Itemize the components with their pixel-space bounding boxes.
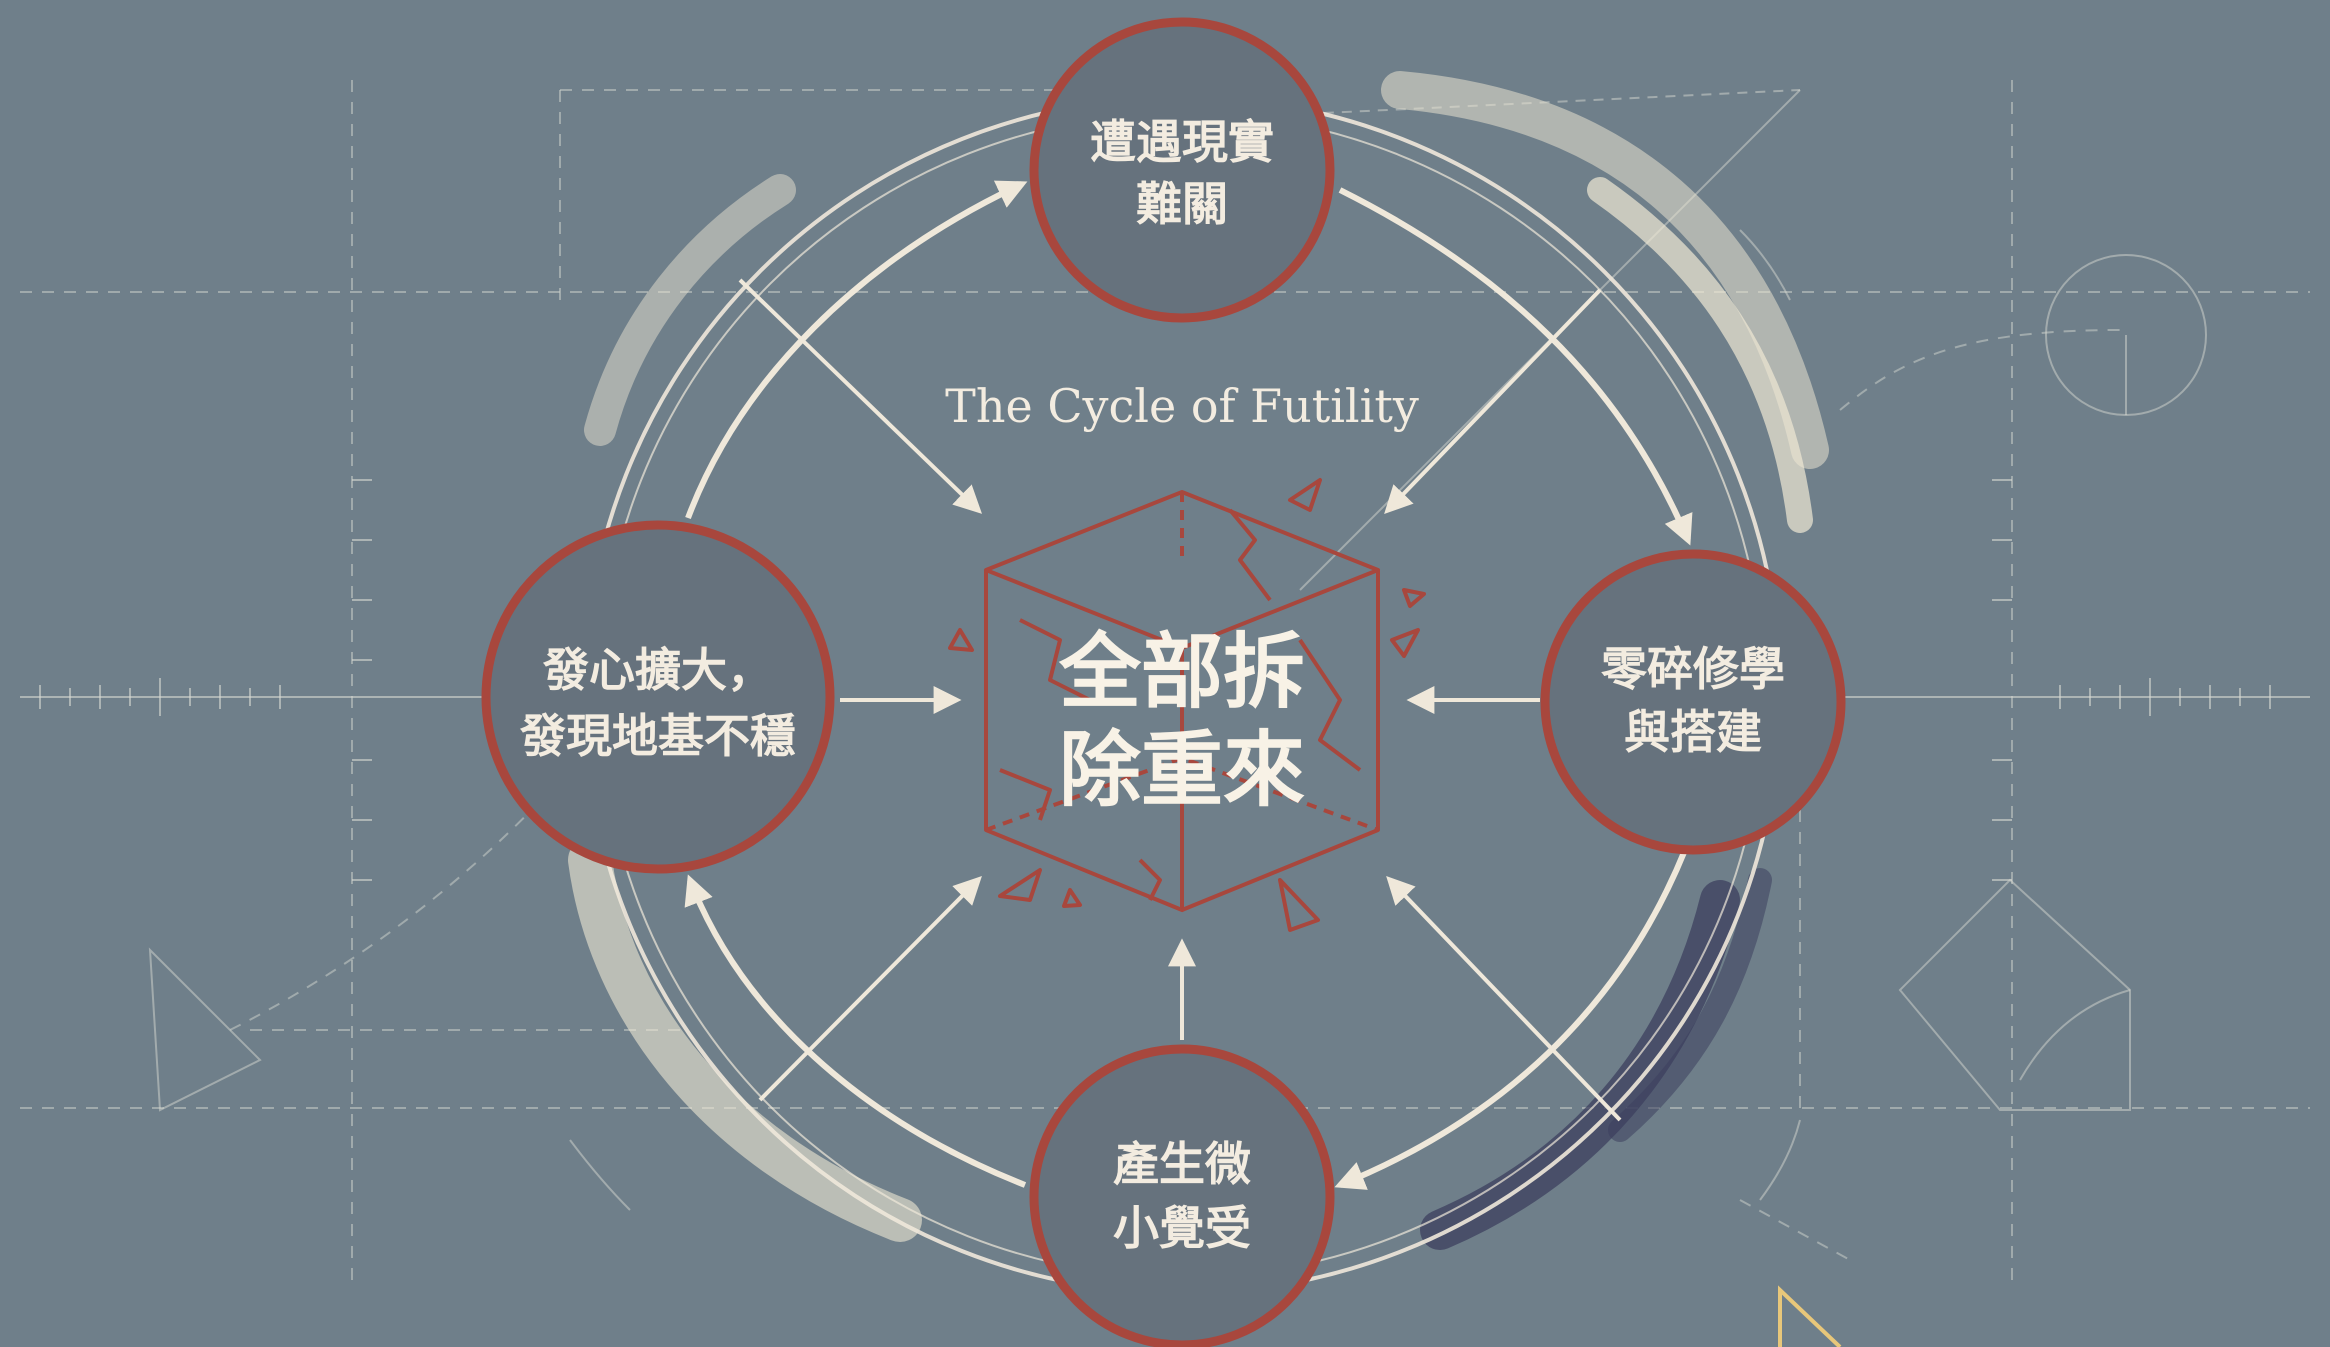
debris-shard xyxy=(998,868,1042,902)
debris-shard xyxy=(1062,888,1082,908)
node-top-line1: 遭遇現實 xyxy=(1090,115,1274,169)
ruler-marks xyxy=(20,479,2310,881)
center-label-line2: 除重來 xyxy=(1059,723,1305,818)
inward-arrows xyxy=(738,278,1622,1122)
sketch-arc xyxy=(1739,229,1791,301)
node-bottom: 產生微 小覺受 xyxy=(1029,1044,1335,1347)
node-bottom-line1: 產生微 xyxy=(1113,1137,1251,1191)
node-right-line1: 零碎修學 xyxy=(1601,642,1785,696)
debris-shard xyxy=(948,628,974,652)
sketch-polygon xyxy=(1898,878,2131,1111)
guide-curve xyxy=(229,779,561,1031)
arrow-bottom-to-left xyxy=(684,874,1027,1188)
center-label-line1: 全部拆 xyxy=(1058,625,1305,720)
node-bottom-circle xyxy=(1029,1044,1335,1347)
node-right: 零碎修學 與搭建 xyxy=(1540,549,1846,855)
node-left: 發心擴大， 發現地基不穩 xyxy=(481,520,835,874)
node-top-circle xyxy=(1029,17,1335,323)
broken-cube-icon xyxy=(948,478,1426,932)
guide-curve xyxy=(1839,329,2121,411)
arrow-top-to-right xyxy=(1338,187,1693,546)
arrow-bottomright-in xyxy=(1386,875,1622,1122)
sketch-arc xyxy=(569,1139,631,1211)
diagram-title: The Cycle of Futility xyxy=(945,379,1419,433)
arrow-left-to-top xyxy=(685,180,1028,520)
node-top: 遭遇現實 難關 xyxy=(1029,17,1335,323)
node-right-circle xyxy=(1540,549,1846,855)
node-left-line2: 發現地基不穩 xyxy=(519,709,796,763)
debris-shard xyxy=(1390,628,1420,658)
arrow-bottomleft-in xyxy=(758,876,982,1102)
guide-line xyxy=(1739,1199,1851,1261)
debris-shard xyxy=(1402,588,1426,608)
node-left-circle xyxy=(481,520,835,874)
node-right-line2: 與搭建 xyxy=(1624,705,1762,759)
node-bottom-line2: 小覺受 xyxy=(1113,1201,1251,1255)
sketch-arc xyxy=(1759,1119,1801,1201)
sketch-triangle xyxy=(148,947,262,1112)
cycle-arrows xyxy=(684,180,1693,1190)
debris-shard xyxy=(1278,878,1320,932)
arrow-topleft-in xyxy=(738,278,983,514)
corner-mark xyxy=(1778,1285,1842,1347)
debris-shard xyxy=(1288,478,1322,512)
node-top-line2: 難關 xyxy=(1136,177,1228,231)
node-left-line1: 發心擴大， xyxy=(542,643,773,697)
center-label: 全部拆 除重來 xyxy=(1058,625,1305,818)
arrow-right-to-bottom xyxy=(1334,848,1688,1190)
arrow-topright-in xyxy=(1384,288,1602,515)
